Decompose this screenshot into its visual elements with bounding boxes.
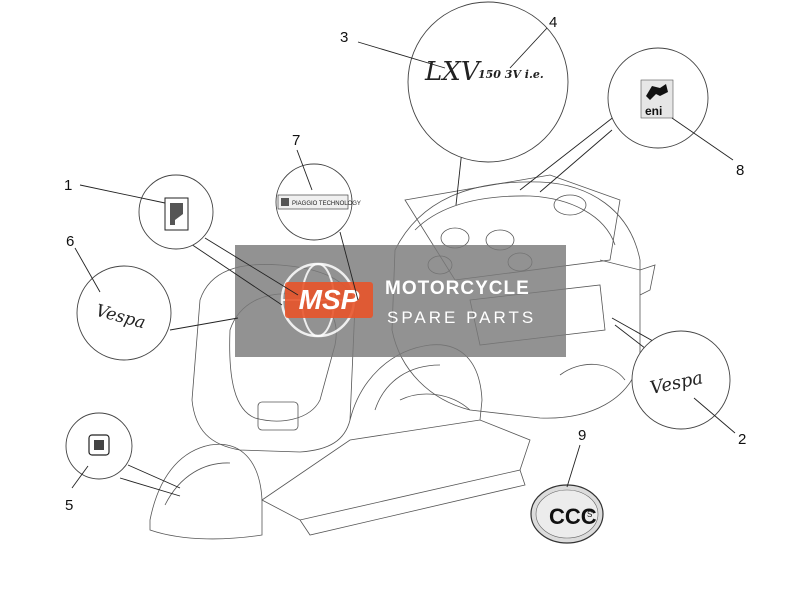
decal-bubble-piaggio-badge xyxy=(79,174,299,306)
tech-plate xyxy=(277,194,349,210)
callout-labels: 1 2 3 4 5 6 7 8 9 xyxy=(64,14,746,514)
watermark-subtitle: SPARE PARTS xyxy=(387,308,536,327)
decal-bubble-vespa-side: Vespa xyxy=(611,317,736,434)
decal-bubble-tech-plate: PIAGGIO TECHNOLOGY xyxy=(275,149,361,301)
callout-4: 4 xyxy=(549,14,557,31)
callout-7: 7 xyxy=(292,132,300,149)
callout-8: 8 xyxy=(736,162,744,179)
watermark-title: MOTORCYCLE xyxy=(385,278,530,299)
model-badge-text: LXV xyxy=(424,57,482,87)
watermark-badge-text: MSP xyxy=(299,284,360,315)
callout-6: 6 xyxy=(66,233,74,250)
callout-1: 1 xyxy=(64,177,72,194)
dog-icon xyxy=(646,84,668,100)
fuel-brand-text: eni xyxy=(645,104,662,118)
engine-badge-text: 150 3V i.e. xyxy=(478,68,544,81)
callout-5: 5 xyxy=(65,497,73,514)
decal-ccc-mark: CCC S xyxy=(530,444,604,544)
ccc-suffix: S xyxy=(587,510,592,519)
decal-bubble-small-badge xyxy=(65,412,181,497)
watermark-badge xyxy=(285,282,373,318)
callout-3: 3 xyxy=(340,29,348,46)
ccc-text: CCC xyxy=(549,504,597,529)
decal-bubble-fuel: eni xyxy=(519,47,734,193)
tech-plate-text: PIAGGIO TECHNOLOGY xyxy=(292,201,361,207)
callout-2: 2 xyxy=(738,431,746,448)
eni-logo xyxy=(640,79,674,119)
decal-bubble-vespa-front: Vespa xyxy=(74,247,239,361)
decal-bubble-model-badge: LXV 150 3V i.e. xyxy=(357,1,569,206)
callout-9: 9 xyxy=(578,427,586,444)
watermark: MSP MOTORCYCLE SPARE PARTS xyxy=(235,245,566,357)
